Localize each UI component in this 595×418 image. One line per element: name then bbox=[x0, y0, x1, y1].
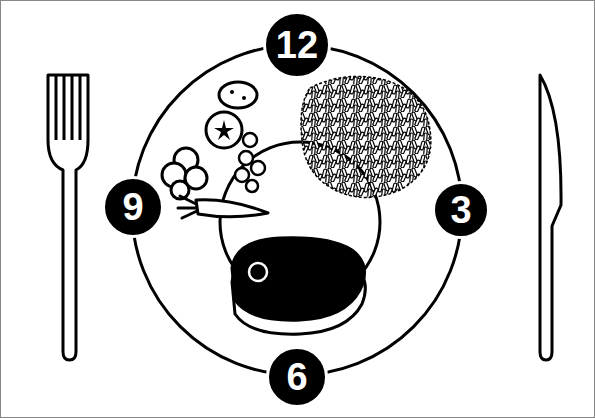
grape bbox=[251, 161, 265, 175]
tomato bbox=[206, 112, 242, 148]
potato-eye bbox=[230, 90, 234, 94]
fork bbox=[48, 75, 88, 360]
tomato-stem bbox=[214, 120, 234, 140]
grape bbox=[243, 133, 257, 147]
clock-number: 3 bbox=[432, 181, 490, 239]
potato-eye bbox=[242, 96, 246, 100]
rice bbox=[301, 76, 431, 197]
carrot bbox=[196, 200, 268, 217]
fork-tines bbox=[56, 75, 80, 140]
potato bbox=[219, 82, 257, 108]
clock-number-text: 6 bbox=[286, 358, 307, 396]
grape bbox=[246, 180, 258, 192]
steak bbox=[232, 238, 365, 334]
clock-number: 6 bbox=[266, 346, 328, 408]
knife bbox=[540, 75, 561, 360]
fork-outline bbox=[48, 75, 88, 360]
steak-top bbox=[232, 238, 365, 320]
grape bbox=[235, 168, 249, 182]
grape bbox=[239, 151, 253, 165]
clock-number: 9 bbox=[102, 176, 164, 238]
carrot-leaves bbox=[178, 196, 197, 218]
vegetables bbox=[162, 82, 268, 218]
clock-number-text: 3 bbox=[450, 191, 471, 229]
clock-number-text: 12 bbox=[276, 26, 318, 64]
plate-rim bbox=[132, 45, 462, 375]
clock-number-text: 9 bbox=[122, 188, 143, 226]
steak-bone bbox=[249, 263, 267, 281]
